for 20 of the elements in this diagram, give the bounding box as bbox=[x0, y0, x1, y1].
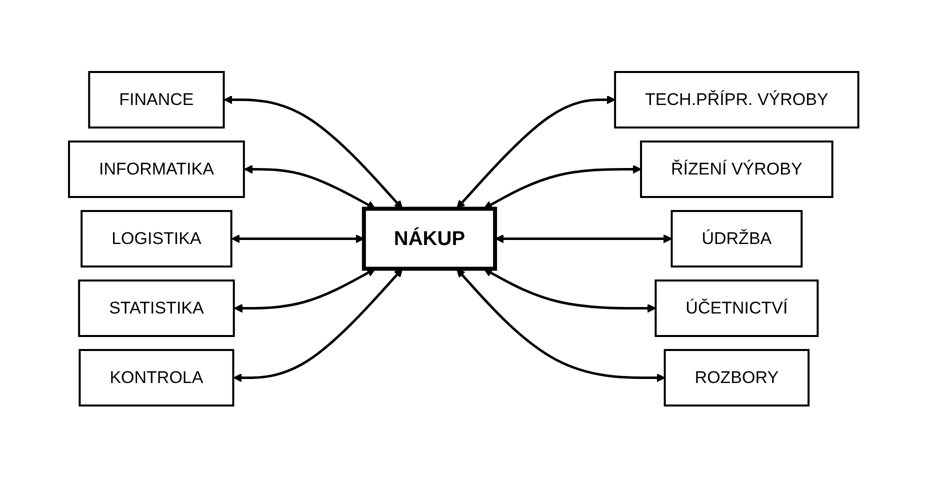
node-box: TECH.PŘÍPR. VÝROBY bbox=[614, 70, 860, 128]
arrow bbox=[484, 268, 656, 312]
node-box: ÚČETNICTVÍ bbox=[655, 279, 820, 337]
arrow bbox=[484, 164, 642, 209]
arrow bbox=[244, 164, 376, 209]
arrow bbox=[456, 95, 616, 209]
node-box: LOGISTIKA bbox=[80, 210, 233, 268]
arrow bbox=[456, 268, 666, 382]
arrow bbox=[224, 95, 404, 209]
node-box: KONTROLA bbox=[79, 348, 235, 406]
node-box: INFORMATIKA bbox=[68, 140, 246, 198]
arrow bbox=[234, 268, 404, 382]
node-box: STATISTIKA bbox=[78, 279, 236, 337]
arrow bbox=[234, 268, 376, 312]
node-box: ÚDRŽBA bbox=[671, 210, 803, 268]
node-box: ŘÍZENÍ VÝROBY bbox=[640, 140, 834, 198]
arrow bbox=[495, 234, 672, 243]
node-box: NÁKUP bbox=[362, 206, 498, 270]
node-box: FINANCE bbox=[88, 70, 226, 128]
node-box: ROZBORY bbox=[664, 348, 810, 406]
